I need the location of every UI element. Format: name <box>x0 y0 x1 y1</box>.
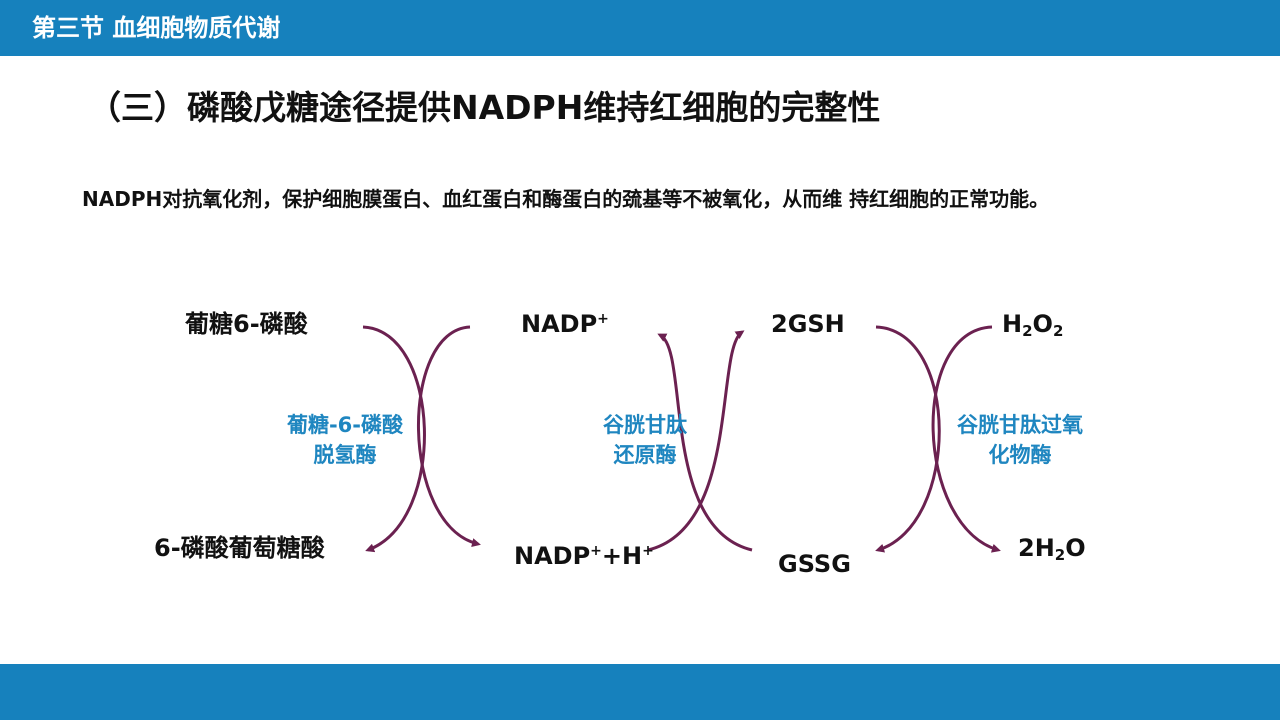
arrow-nadp-to-nadph <box>416 325 481 547</box>
footer-bar <box>0 664 1280 720</box>
node-2gsh: 2GSH <box>771 310 845 338</box>
enzyme-glutathione-reductase: 谷胱甘肽 还原酶 <box>603 413 687 467</box>
node-nadp: NADP+ <box>521 310 609 338</box>
slide-description: NADPH对抗氧化剂，保护细胞膜蛋白、血红蛋白和酶蛋白的巯基等不被氧化，从而维 … <box>82 187 1050 211</box>
node-gssg: GSSG <box>778 550 851 578</box>
arrow-gssg-to-gsh <box>647 330 745 552</box>
slide-heading: （三）磷酸戊糖途径提供NADPH维持红细胞的完整性 <box>88 88 881 127</box>
arrow-g6p-to-pg6 <box>362 325 426 553</box>
arrow-nadph-to-nadp <box>657 333 753 552</box>
node-6-phosphogluconate: 6-磷酸葡萄糖酸 <box>154 534 325 562</box>
arrow-gsh-to-gssg <box>875 325 941 553</box>
node-glucose-6-phosphate: 葡糖6-磷酸 <box>185 310 308 338</box>
section-title: 第三节 血细胞物质代谢 <box>32 14 281 42</box>
arrow-h2o2-to-h2o <box>931 325 1001 553</box>
node-h2o2: H2O2 <box>1002 310 1064 340</box>
enzyme-g6pd: 葡糖-6-磷酸 脱氢酶 <box>286 413 404 467</box>
enzyme-glutathione-peroxidase: 谷胱甘肽过氧 化物酶 <box>957 413 1083 467</box>
node-nadph: NADP++H+ <box>514 542 654 570</box>
header-bar: 第三节 血细胞物质代谢 <box>0 0 1280 56</box>
node-2h2o: 2H2O <box>1018 534 1086 564</box>
